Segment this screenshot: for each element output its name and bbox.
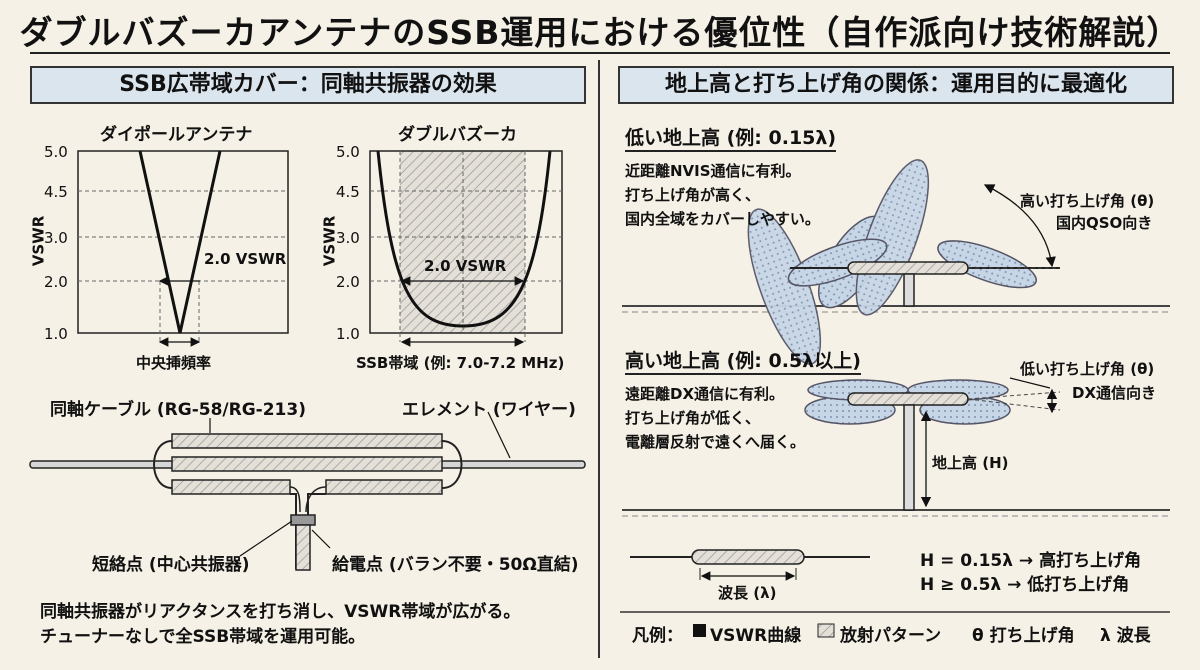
wavelength-label: 波長 (λ) xyxy=(718,584,777,602)
legend-theta: θ 打ち上げ角 xyxy=(972,626,1075,646)
low-angle-2: 国内QSO向き xyxy=(1056,214,1153,232)
element-label: エレメント (ワイヤー) xyxy=(402,400,576,420)
dipole-tick-3: 3.0 xyxy=(44,229,68,247)
dipole-xlabel: 中央挿頻率 xyxy=(136,354,212,372)
formula-1: H = 0.15λ → 高打ち上げ角 xyxy=(920,551,1142,571)
high-desc-3: 電離層反射で遠くへ届く。 xyxy=(625,433,806,451)
bazooka-tick-45: 4.5 xyxy=(336,183,360,201)
feed-point-label: 給電点 (バラン不要・50Ω直結) xyxy=(332,555,579,575)
dipole-tick-1: 1.0 xyxy=(44,325,68,343)
dipole-tick-45: 4.5 xyxy=(44,183,68,201)
title-rule xyxy=(30,52,1170,54)
low-desc-3: 国内全域をカバーしやすい。 xyxy=(625,210,820,228)
short-point-label: 短絡点 (中心共振器) xyxy=(92,555,250,575)
legend-prefix: 凡例： xyxy=(632,626,683,646)
coax-label: 同軸ケーブル (RG-58/RG-213) xyxy=(50,400,306,420)
page-title: ダブルバズーカアンテナのSSB運用における優位性（自作派向け技術解説） xyxy=(19,13,1181,52)
low-desc-1: 近距離NVIS通信に有利。 xyxy=(625,162,801,180)
formula-2: H ≥ 0.5λ → 低打ち上げ角 xyxy=(920,575,1130,595)
summary-line-1: 同軸共振器がリアクタンスを打ち消し、VSWR帯域が広がる。 xyxy=(40,602,521,622)
legend-swatch-pattern xyxy=(817,623,835,638)
dipole-tick-5: 5.0 xyxy=(44,143,68,161)
column-divider xyxy=(598,60,600,658)
bazooka-xlabel: SSB帯域 (例: 7.0-7.2 MHz) xyxy=(356,354,565,372)
dipole-tick-2: 2.0 xyxy=(44,273,68,291)
dipole-chart xyxy=(77,150,289,347)
dipole-title: ダイポールアンテナ xyxy=(100,125,253,145)
legend-swatch-vswr xyxy=(693,624,706,637)
bazooka-tick-2: 2.0 xyxy=(336,273,360,291)
right-banner: 地上高と打ち上げ角の関係：運用目的に最適化 xyxy=(618,66,1174,104)
legend-vswr: VSWR曲線 xyxy=(710,626,802,646)
wavelength-diagram xyxy=(630,549,870,581)
bazooka-chart xyxy=(369,150,563,347)
bazooka-title: ダブルバズーカ xyxy=(398,125,517,145)
high-angle-2: DX通信向き xyxy=(1072,384,1157,402)
height-label: 地上高 (H) xyxy=(932,454,1009,472)
dipole-bw-label: 2.0 VSWR xyxy=(204,250,287,268)
high-desc-2: 打ち上げ角が低く、 xyxy=(625,409,761,427)
bazooka-tick-3: 3.0 xyxy=(336,229,360,247)
bazooka-tick-5: 5.0 xyxy=(336,143,360,161)
high-height-diagram xyxy=(622,377,1170,517)
high-heading: 高い地上高 (例: 0.5λ以上) xyxy=(625,346,861,375)
low-height-diagram xyxy=(622,159,1170,365)
low-heading: 低い地上高 (例: 0.15λ) xyxy=(625,123,837,152)
bazooka-bw-label: 2.0 VSWR xyxy=(424,257,507,275)
legend-pattern: 放射パターン xyxy=(840,626,942,646)
low-desc-2: 打ち上げ角が高く、 xyxy=(625,186,761,204)
bazooka-tick-1: 1.0 xyxy=(336,325,360,343)
bazooka-structure xyxy=(29,411,586,571)
left-banner: SSB広帯域カバー：同軸共振器の効果 xyxy=(30,66,586,104)
low-angle-1: 高い打ち上げ角 (θ) xyxy=(1020,192,1155,210)
legend-lambda: λ 波長 xyxy=(1100,626,1151,646)
high-angle-1: 低い打ち上げ角 (θ) xyxy=(1020,360,1155,378)
summary-line-2: チューナーなしで全SSB帯域を運用可能。 xyxy=(40,627,366,647)
high-desc-1: 遠距離DX通信に有利。 xyxy=(625,385,785,403)
